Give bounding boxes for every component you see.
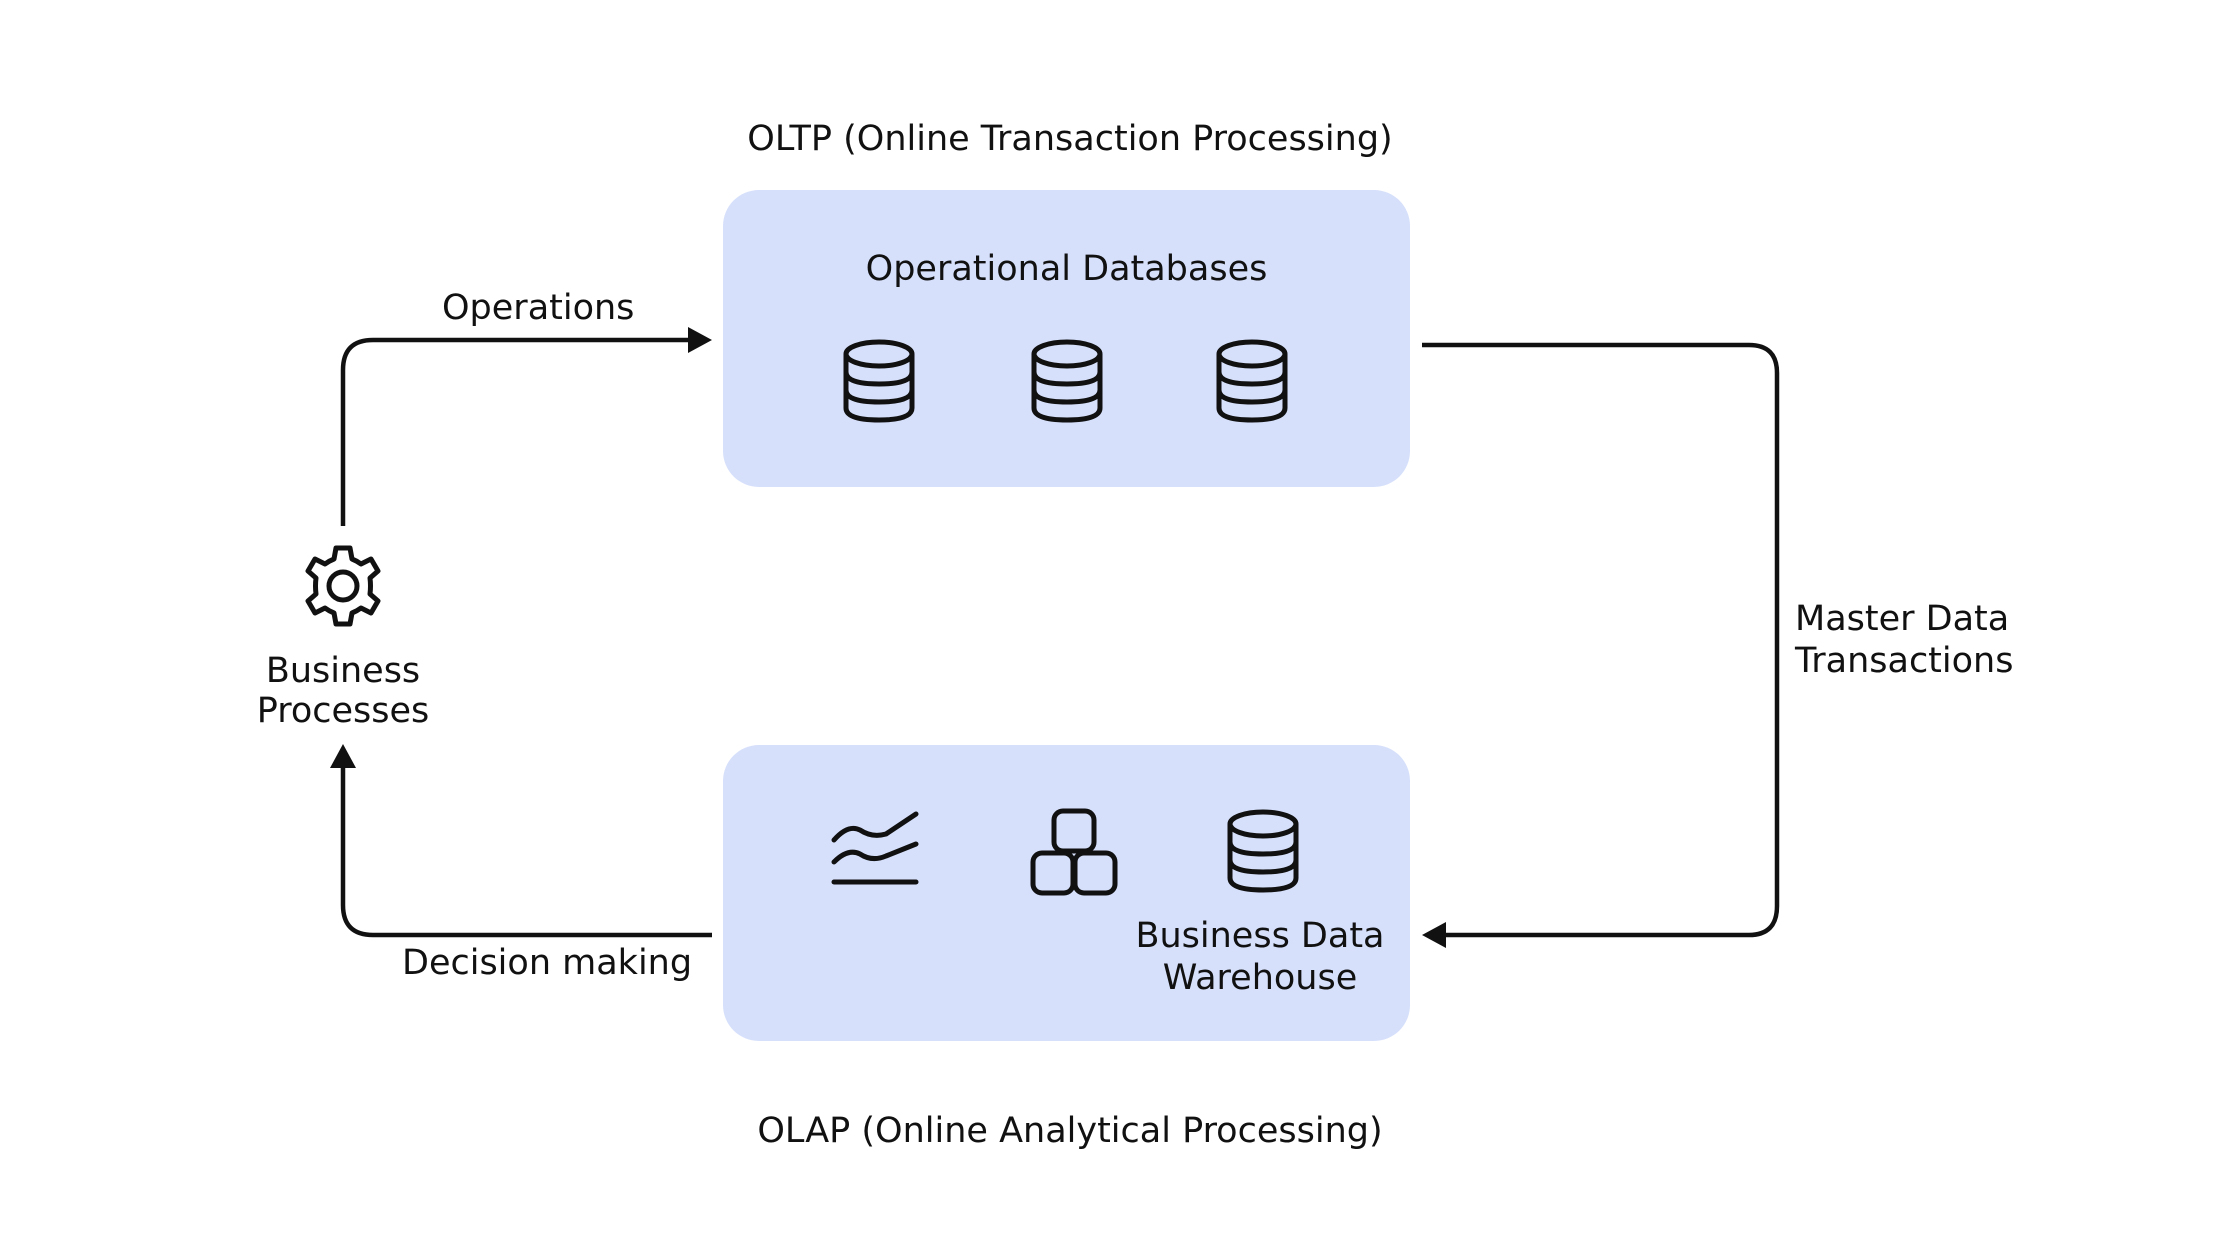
database-icon — [1215, 338, 1289, 424]
database-icon — [842, 338, 916, 424]
master-data-label-line1: Master Data — [1795, 599, 2010, 639]
cubes-icon — [1030, 808, 1118, 896]
database-icon — [1030, 338, 1104, 424]
warehouse-label-line1: Business Data — [1135, 916, 1385, 956]
decision-making-arrow — [340, 767, 712, 938]
operational-databases-label: Operational Databases — [865, 249, 1268, 289]
oltp-title: OLTP (Online Transaction Processing) — [747, 119, 1393, 159]
olap-title: OLAP (Online Analytical Processing) — [757, 1111, 1383, 1151]
operations-arrowhead — [688, 327, 712, 353]
operations-label: Operations — [442, 288, 635, 328]
master-data-arrowhead — [1422, 922, 1446, 948]
business-label-line2: Processes — [256, 691, 430, 731]
business-label-line1: Business — [265, 651, 421, 691]
master-data-arrow — [1422, 342, 1780, 938]
line-chart-icon — [830, 810, 922, 886]
operations-arrow — [340, 337, 690, 526]
master-data-label-line2: Transactions — [1795, 641, 2014, 681]
decision-making-arrowhead — [330, 744, 356, 768]
warehouse-label-line2: Warehouse — [1162, 958, 1358, 998]
decision-making-label: Decision making — [402, 943, 693, 983]
database-icon — [1226, 808, 1300, 894]
oltp-box — [723, 190, 1410, 487]
gear-icon — [301, 544, 385, 628]
